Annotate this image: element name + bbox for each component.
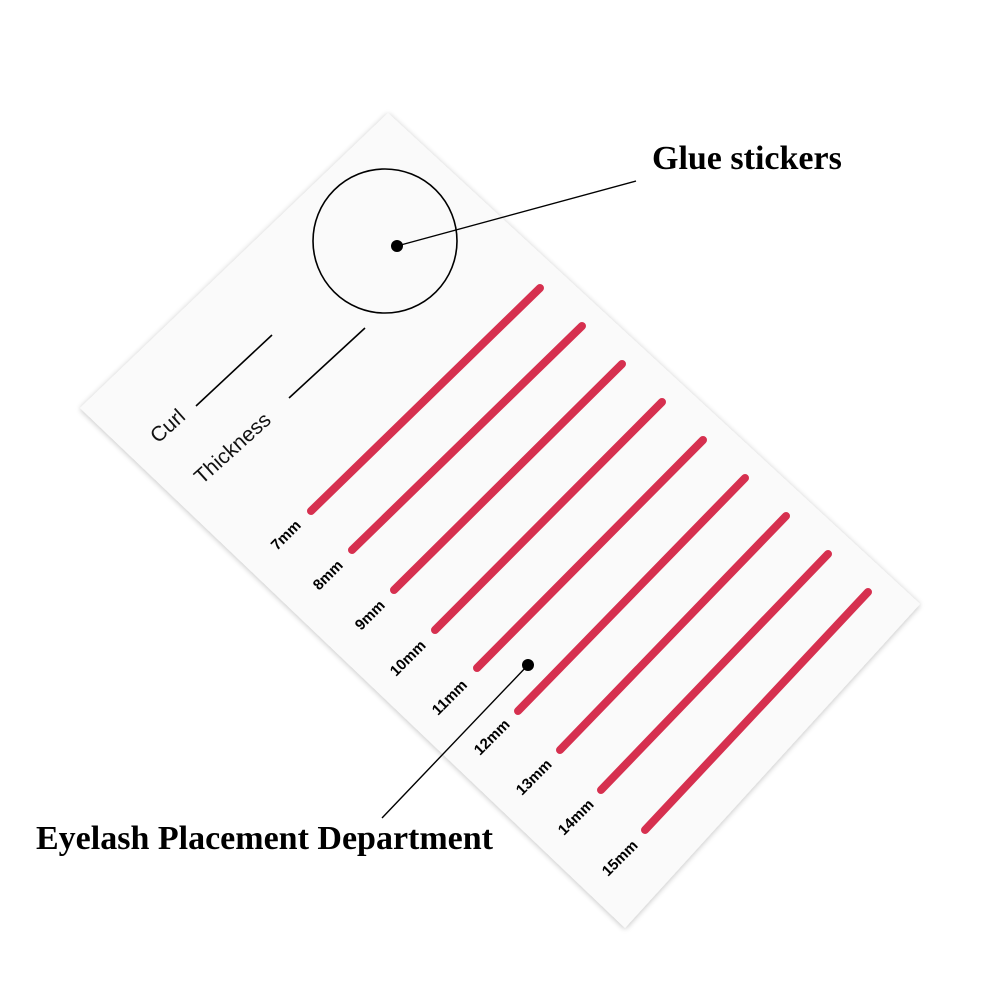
placement-pointer-line [381,664,529,819]
length-line-13mm [556,512,790,754]
length-line-14mm [597,550,832,794]
length-line-9mm [390,360,626,594]
length-line-11mm [473,436,707,672]
thickness-underline [288,327,366,399]
length-line-10mm [431,398,666,634]
glue-stickers-callout: Glue stickers [652,140,842,177]
length-lines [307,284,872,834]
eyelash-tile-card [80,113,920,928]
glue-pointer-line [396,180,637,247]
curl-underline [195,334,273,407]
length-line-7mm [307,284,544,515]
glue-sticker-circle [312,168,458,314]
length-line-12mm [514,474,749,715]
eyelash-placement-callout: Eyelash Placement Department [36,820,494,857]
length-line-8mm [348,322,586,554]
length-line-15mm [641,588,872,834]
